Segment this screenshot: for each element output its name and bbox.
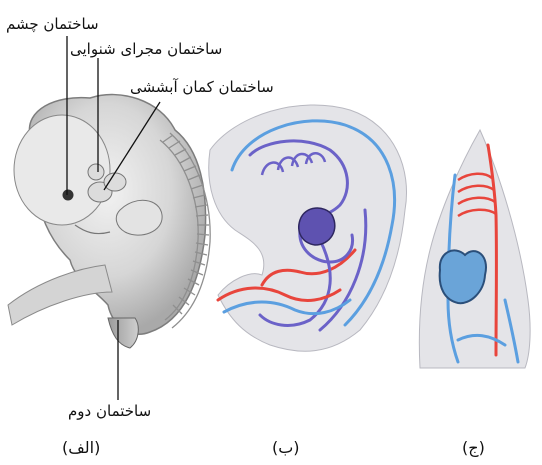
embryo-stalk [8, 265, 112, 325]
panel-b-heart [299, 208, 335, 245]
circulation-panel-c [419, 130, 530, 368]
embryo-tail [108, 318, 138, 348]
caption-panel-a: (الف) [62, 440, 100, 456]
label-gill-arch-structure: ساختمان کمان آبششی [130, 80, 274, 95]
label-tail-structure: ساختمان دوم [68, 404, 151, 419]
embryo-panel-a [8, 95, 210, 348]
caption-panel-b: (ب) [272, 440, 300, 456]
circulation-panel-b [209, 105, 407, 351]
label-ear-canal-structure: ساختمان مجرای شنوایی [70, 42, 222, 57]
caption-panel-c: (ج) [462, 440, 485, 456]
embryo-eye [63, 190, 74, 201]
label-eye-structure: ساختمان چشم [6, 17, 99, 32]
